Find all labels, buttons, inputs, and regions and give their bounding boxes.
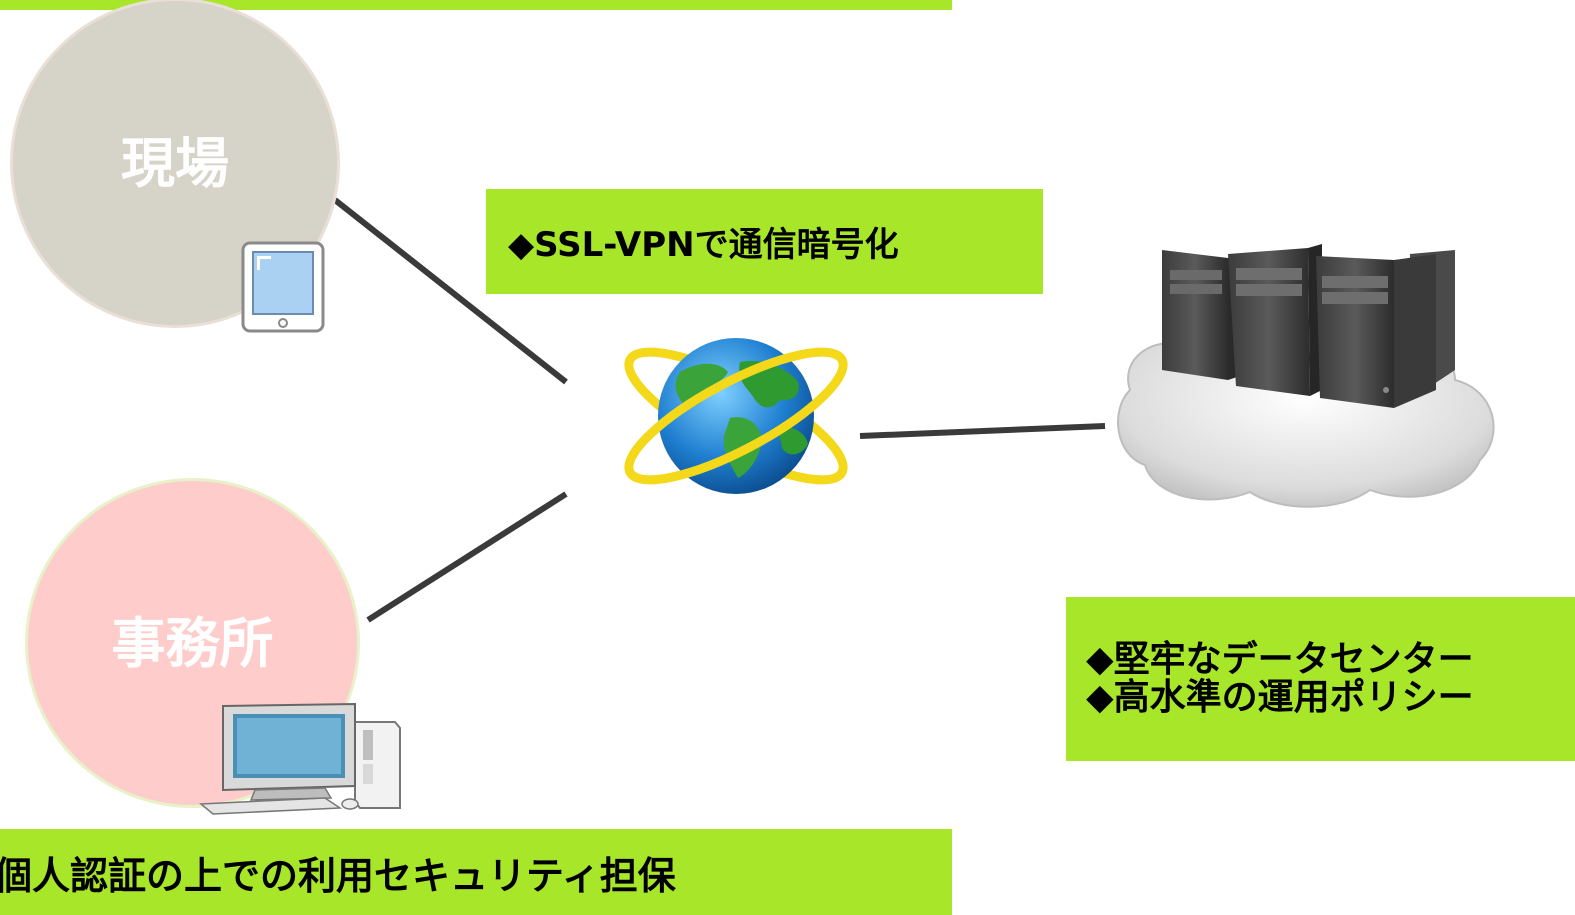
line-internet-to-datacenter [859, 423, 1106, 439]
site-label: 現場 [121, 131, 229, 195]
auth-label-box: 個人認証の上での利用セキュリティ担保 [0, 829, 952, 915]
datacenter-label-line1: ◆堅牢なデータセンター [1086, 639, 1474, 680]
datacenter-label-line2: ◆高水準の運用ポリシー [1086, 677, 1474, 718]
top-banner-strip [0, 0, 952, 10]
office-label: 事務所 [111, 611, 274, 675]
server-cloud-icon [1117, 244, 1495, 508]
vpn-label-box: ◆SSL-VPNで通信暗号化 [486, 189, 1043, 294]
vpn-label: ◆SSL-VPNで通信暗号化 [508, 225, 899, 265]
globe-icon [624, 338, 848, 494]
line-site-to-internet [333, 197, 568, 385]
tablet-icon [241, 241, 325, 333]
datacenter-label-box: ◆堅牢なデータセンター ◆高水準の運用ポリシー [1066, 597, 1575, 761]
auth-label: 個人認証の上での利用セキュリティ担保 [0, 853, 676, 898]
desktop-pc-icon [199, 702, 401, 815]
line-office-to-internet [366, 491, 568, 623]
